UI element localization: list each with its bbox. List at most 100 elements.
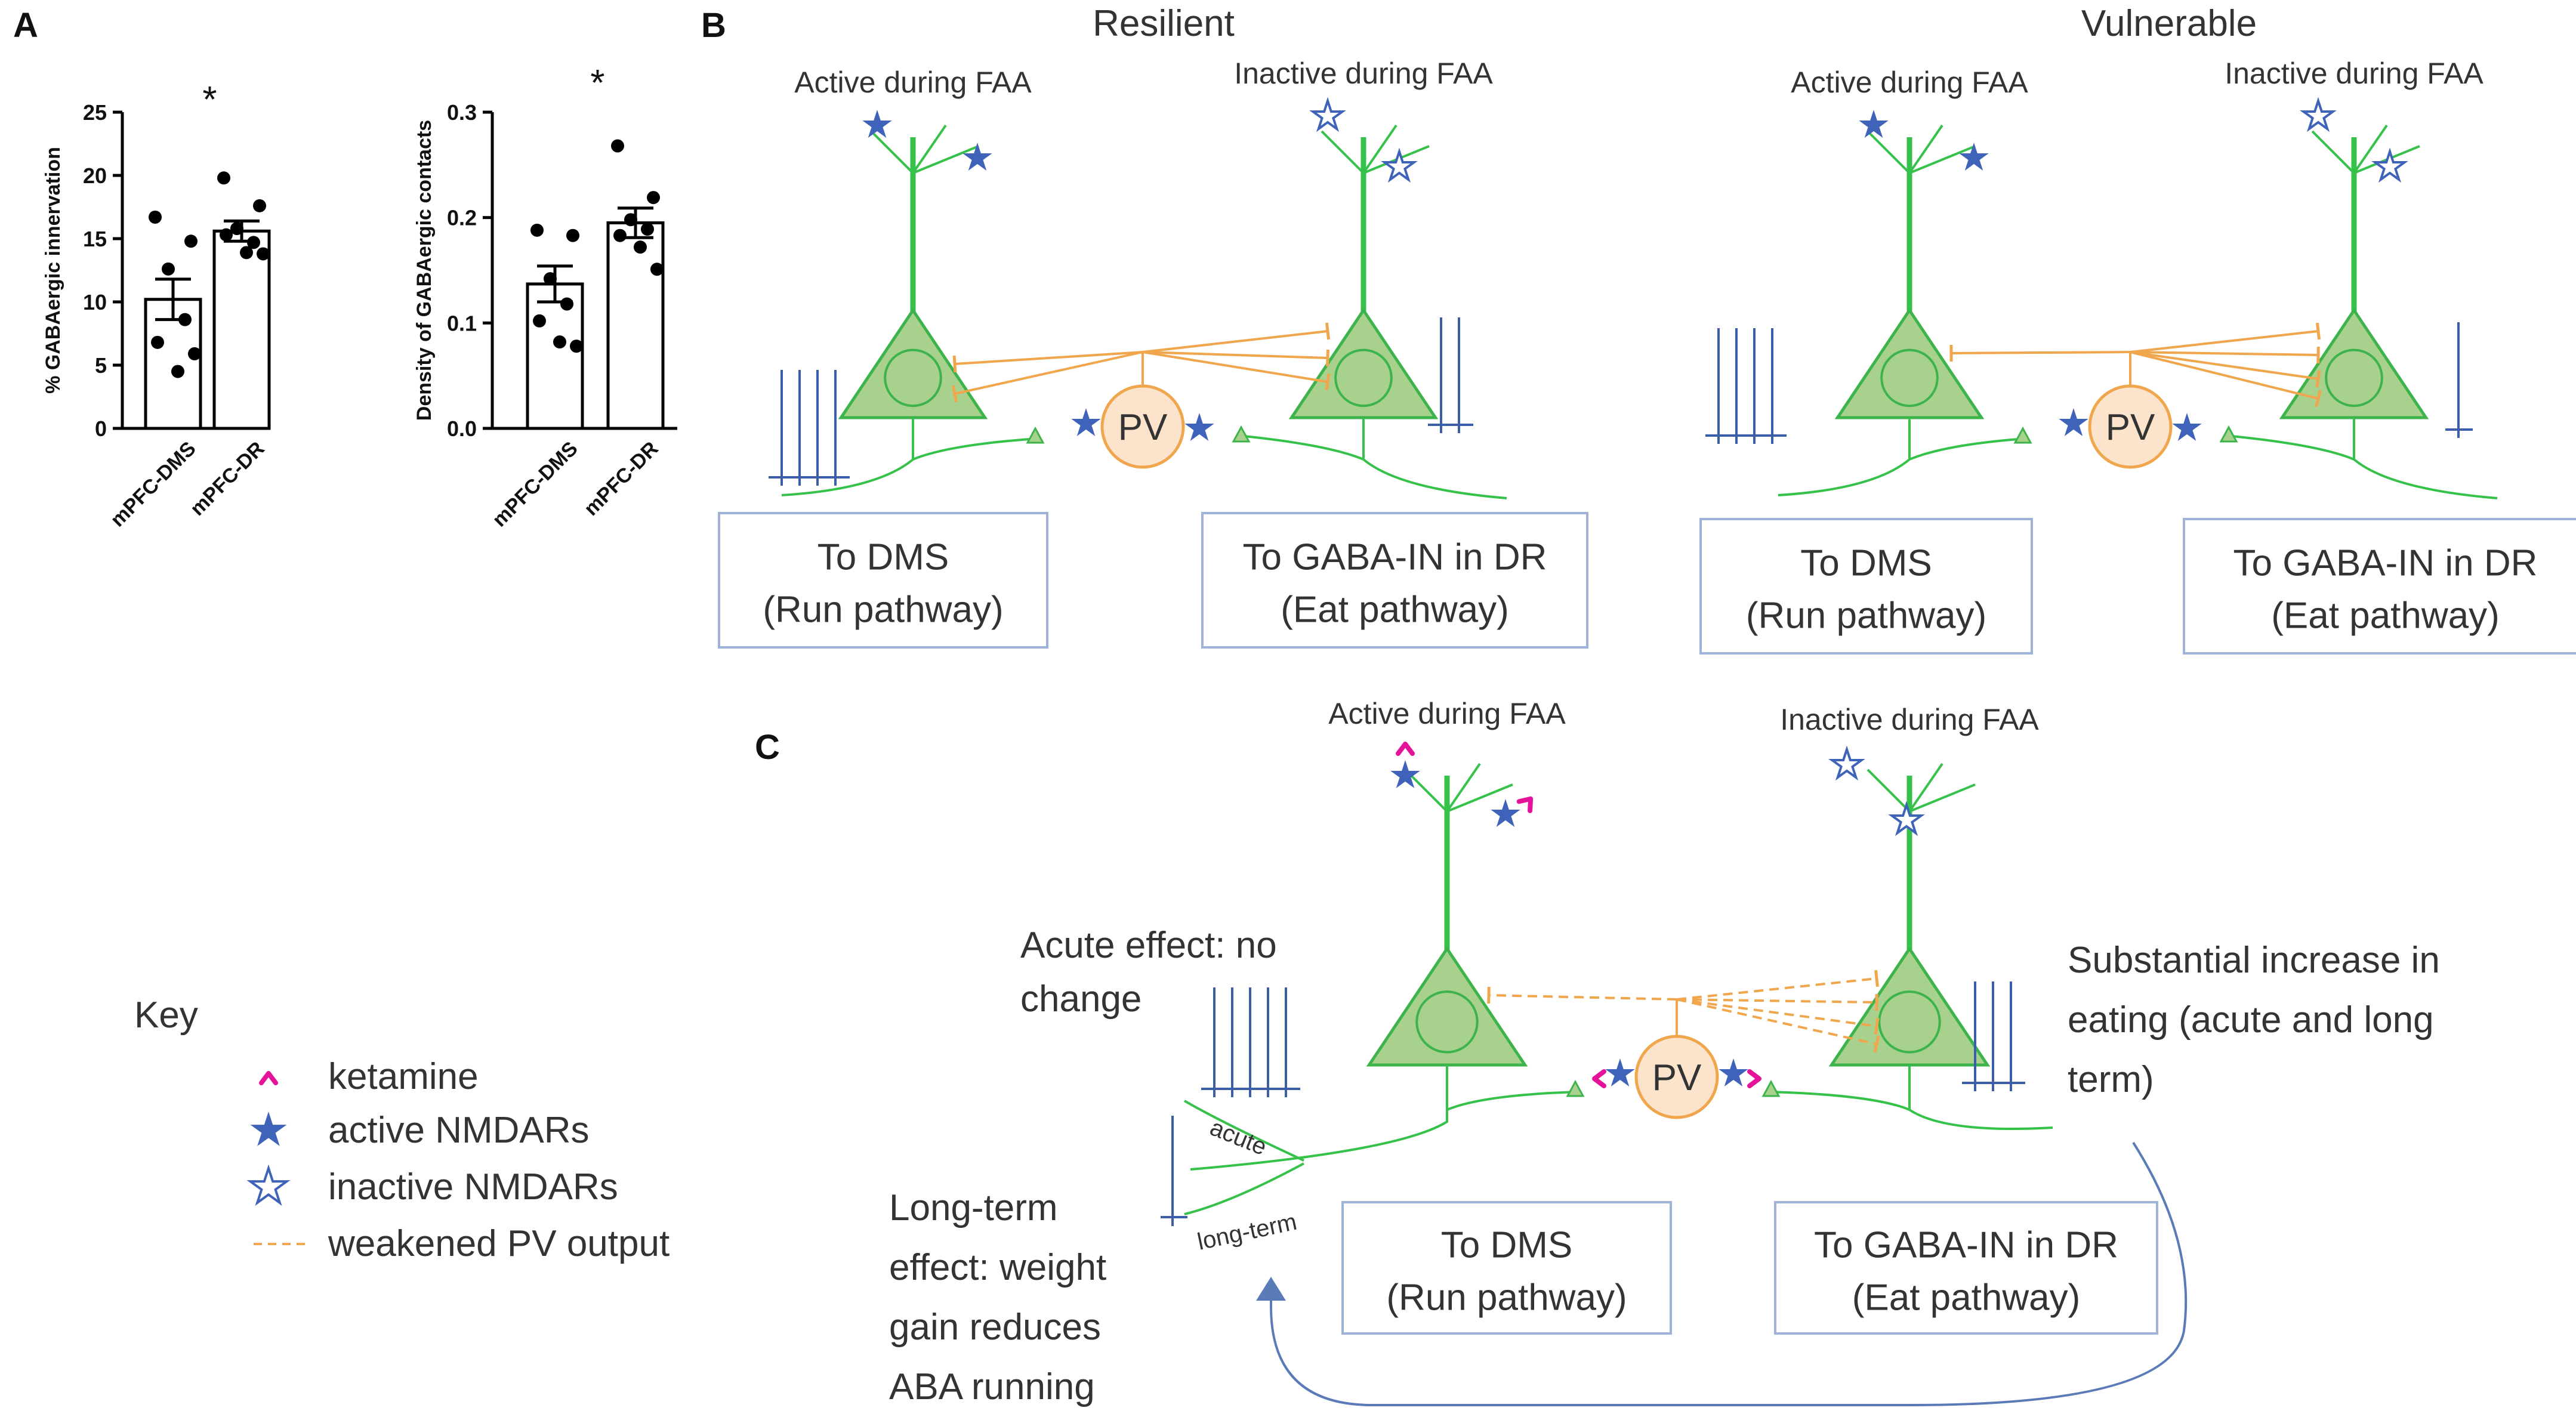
- data-point: [240, 246, 253, 260]
- key-item-label: ketamine: [328, 1056, 479, 1097]
- data-point: [257, 247, 270, 261]
- active-nmdar: [1859, 110, 1889, 138]
- pv-output-to-inactive: [2130, 351, 2319, 380]
- active-nmdar: [862, 110, 892, 138]
- data-point: [650, 263, 664, 276]
- vulnerable-title: Vulnerable: [2081, 3, 2257, 44]
- target-box-dr-line: (Eat pathway): [1852, 1277, 2081, 1318]
- weakened-pv-output-terminal: [1874, 1017, 1880, 1035]
- key-item-label: active NMDARs: [328, 1110, 590, 1151]
- inactive-neuron-nucleus: [2325, 348, 2383, 408]
- increase-eating-text: eating (acute and long: [2068, 999, 2434, 1041]
- active-neuron-dendrite-branches: [870, 124, 979, 174]
- inactive-nmdar: [1832, 749, 1861, 777]
- data-point: [188, 347, 201, 360]
- ketamine-icon: [1592, 1069, 1606, 1088]
- data-point: [220, 228, 233, 242]
- target-box-dr-line: (Eat pathway): [2271, 595, 2500, 637]
- pv-output-to-inactive: [1142, 351, 1328, 383]
- pv-interneuron-label: PV: [1652, 1057, 1702, 1098]
- inactive-neuron-nucleus: [1878, 990, 1941, 1054]
- data-point: [641, 223, 654, 236]
- data-point: [553, 335, 566, 349]
- data-point: [178, 313, 192, 326]
- pv-output-to-inactive: [1142, 351, 1328, 359]
- resilient-title: Resilient: [1093, 3, 1235, 44]
- data-point: [162, 262, 175, 276]
- inactive-neuron-dendrite-branches: [2311, 124, 2420, 174]
- target-box-dr-line: (Eat pathway): [1281, 589, 1509, 631]
- pv-output-to-inactive: [2130, 351, 2319, 400]
- active-neuron-nucleus: [1415, 990, 1479, 1054]
- axon-dms: [781, 418, 914, 496]
- pv-interneuron-label: PV: [2106, 407, 2155, 448]
- synapse-terminal: [2013, 426, 2032, 444]
- pv-nmdar: [2059, 408, 2088, 437]
- inactive-nmdar: [2303, 101, 2333, 129]
- y-tick-label: 25: [83, 100, 107, 125]
- weakened-pv-output-terminal: [1873, 1035, 1880, 1053]
- data-point: [184, 234, 198, 248]
- pv-output-to-inactive: [2130, 351, 2319, 356]
- target-box-dr: [1774, 1201, 2158, 1335]
- axon-acute-branch: [1183, 1100, 1304, 1162]
- bar: [526, 282, 584, 430]
- active-nmdar: [962, 143, 992, 171]
- open-star-icon: [251, 1168, 287, 1203]
- target-box-dms-line: (Run pathway): [1746, 595, 1986, 637]
- pv-output-to-inactive-terminal: [2315, 390, 2322, 408]
- active-nmdar: [1491, 799, 1520, 828]
- axon-to-pv: [1909, 437, 2026, 461]
- pv-output-to-inactive-terminal: [1325, 373, 1331, 391]
- longterm-effect-text: ABA running: [889, 1366, 1095, 1407]
- bar: [606, 221, 665, 430]
- data-point: [647, 191, 660, 205]
- feedback-arrowhead: [1256, 1277, 1286, 1301]
- data-point: [634, 240, 647, 254]
- active-neuron-dendrite-branches: [1404, 763, 1513, 813]
- panel-label-a: A: [13, 6, 38, 45]
- target-box-dms: [1341, 1201, 1672, 1335]
- active-neuron-nucleus: [884, 348, 942, 408]
- target-box-dms-line: To DMS: [1800, 543, 1932, 584]
- pv-output-to-inactive: [1142, 330, 1328, 353]
- weakened-pv-output-terminal: [1874, 970, 1879, 987]
- x-tick-label: mPFC-DR: [186, 437, 269, 520]
- pv-nmdar: [1605, 1058, 1635, 1087]
- active-neuron-dendrite-branches: [1867, 124, 1976, 174]
- pv-output-to-inactive: [2130, 330, 2319, 353]
- inactive-nmdar: [1313, 101, 1342, 129]
- pv-nmdar: [1719, 1058, 1748, 1087]
- pv-output-to-inactive-terminal: [2315, 322, 2321, 340]
- y-tick-label: 15: [83, 227, 107, 251]
- pv-output-to-active: [1951, 351, 2131, 354]
- weakened-pv-output: [1676, 977, 1877, 1001]
- active-neuron-nucleus: [1880, 348, 1939, 408]
- y-tick-label: 0.1: [447, 311, 477, 335]
- inactive-neuron-nucleus: [1334, 348, 1393, 408]
- pv-output-to-active-terminal: [951, 385, 958, 403]
- axon-dms: [1778, 418, 1911, 496]
- data-point: [247, 236, 260, 249]
- data-point: [544, 272, 557, 286]
- target-box-dr-line: To GABA-IN in DR: [1243, 537, 1547, 578]
- inactive-nmdar: [1384, 152, 1414, 180]
- data-point: [151, 335, 164, 349]
- x-tick-label: mPFC-DMS: [106, 437, 200, 532]
- x-tick-label: mPFC-DMS: [488, 437, 582, 532]
- synapse-terminal: [2219, 425, 2238, 443]
- target-box-dr: [2183, 518, 2576, 655]
- longterm-effect-text: Long-term: [889, 1187, 1058, 1228]
- target-box-dr: [1201, 512, 1588, 649]
- weakened-pv-output: [1676, 998, 1877, 1045]
- data-point: [533, 314, 546, 328]
- significance-star: *: [590, 63, 604, 104]
- x-tick-label: mPFC-DR: [580, 437, 663, 520]
- data-point: [217, 171, 230, 185]
- data-point: [560, 297, 573, 311]
- axon-to-pv: [1238, 434, 1364, 461]
- synapse-terminal: [1761, 1079, 1781, 1097]
- pv-nmdar: [2172, 413, 2202, 442]
